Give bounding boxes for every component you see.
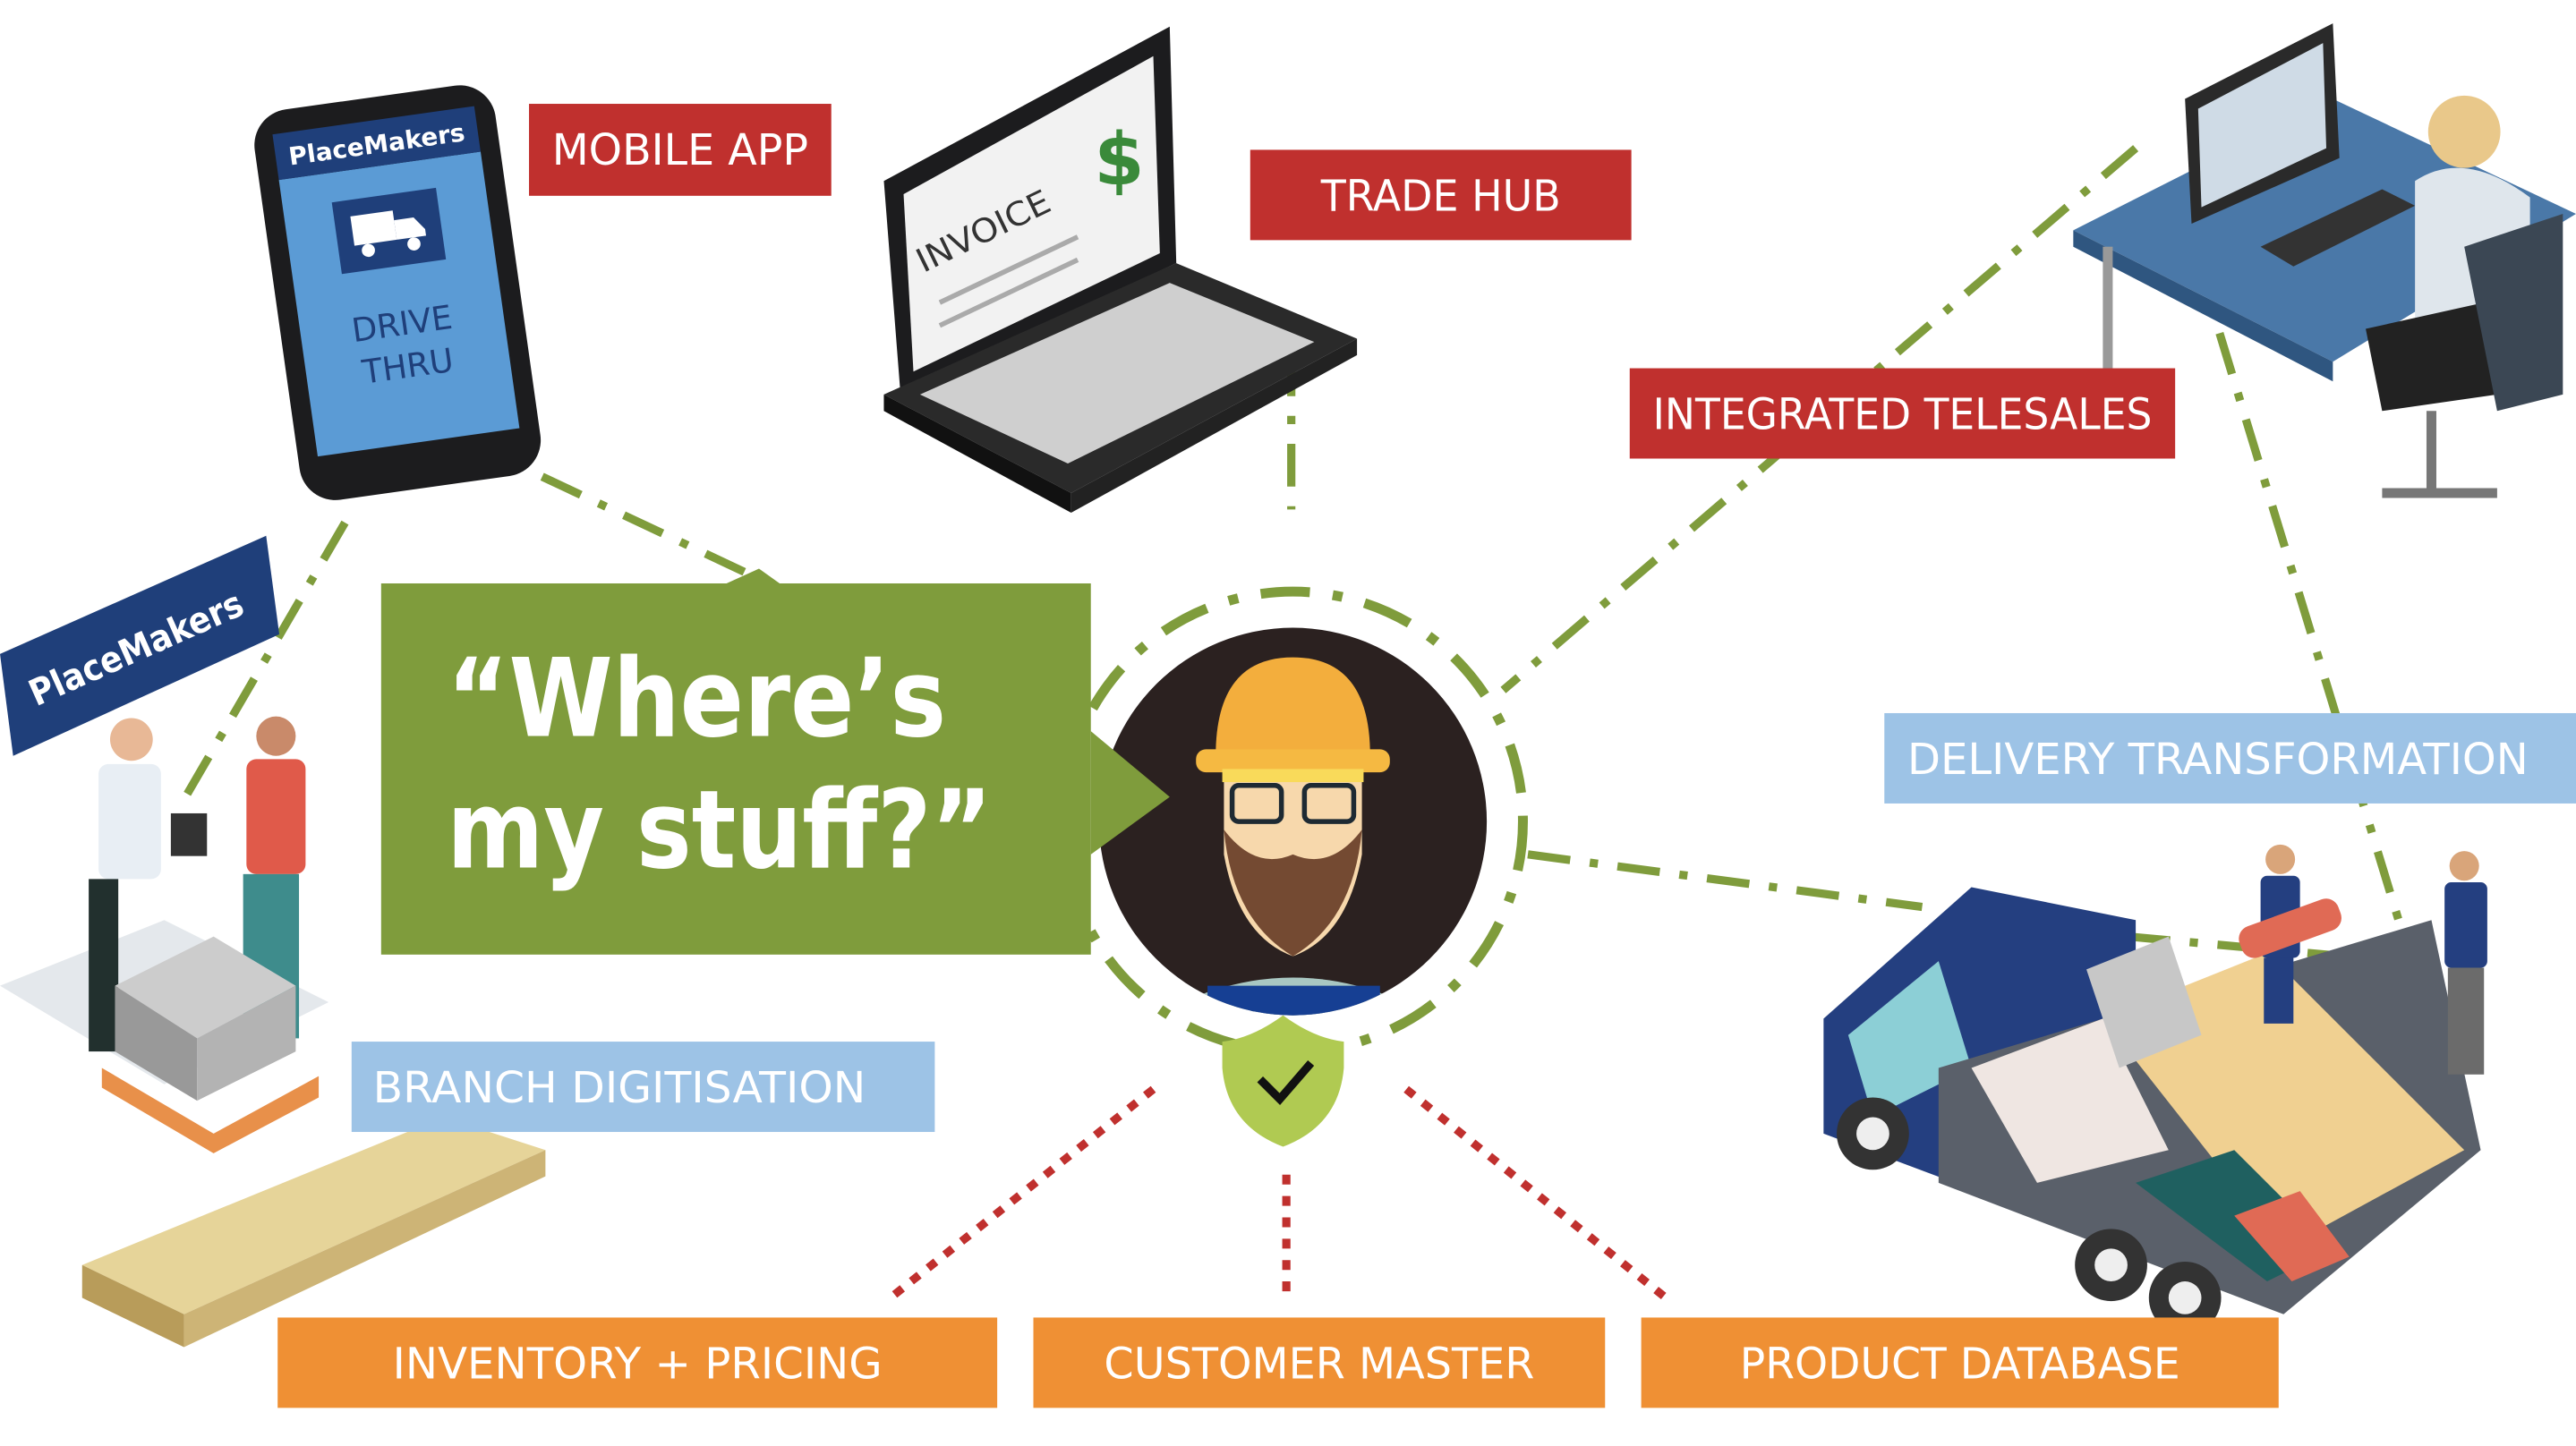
label-integrated-telesales: INTEGRATED TELESALES <box>1629 368 2176 459</box>
connector-desk-delivery <box>2188 245 2403 922</box>
customer-avatar <box>1098 627 1488 1016</box>
mobile-phone-illustration: PlaceMakers DRIVE THRU <box>254 85 542 500</box>
connector-product <box>1403 1085 1669 1301</box>
label-branch-digitisation: BRANCH DIGITISATION <box>351 1042 935 1133</box>
label-integrated-telesales-text: INTEGRATED TELESALES <box>1652 390 2152 439</box>
label-branch-digitisation-text: BRANCH DIGITISATION <box>373 1064 866 1113</box>
branch-illustration: PlaceMakers <box>0 535 546 1348</box>
truck-icon <box>350 210 426 258</box>
label-customer-master: CUSTOMER MASTER <box>1033 1317 1606 1408</box>
label-customer-master-text: CUSTOMER MASTER <box>1104 1340 1534 1389</box>
label-trade-hub: TRADE HUB <box>1250 149 1632 241</box>
quote-bubble: “Where’s my stuff?” <box>380 568 1170 955</box>
connector-delivery <box>1527 850 1923 912</box>
verified-shield-icon <box>1222 1015 1344 1147</box>
laptop-illustration: INVOICE $ <box>883 26 1358 514</box>
connector-mobile-app <box>540 472 774 589</box>
quote-line-2: my stuff?” <box>447 768 992 894</box>
label-inventory-pricing: INVENTORY + PRICING <box>277 1317 998 1408</box>
label-delivery-transformation-text: DELIVERY TRANSFORMATION <box>1907 736 2529 785</box>
label-product-database: PRODUCT DATABASE <box>1641 1317 2279 1408</box>
connector-inventory <box>887 1085 1156 1302</box>
label-mobile-app: MOBILE APP <box>529 104 832 196</box>
label-mobile-app-text: MOBILE APP <box>552 126 808 175</box>
label-trade-hub-text: TRADE HUB <box>1320 172 1561 221</box>
connector-branch <box>176 520 349 808</box>
label-inventory-pricing-text: INVENTORY + PRICING <box>393 1340 883 1389</box>
quote-line-1: “Where’s <box>447 636 946 762</box>
label-product-database-text: PRODUCT DATABASE <box>1740 1340 2180 1389</box>
delivery-truck-illustration <box>1823 844 2487 1334</box>
dollar-icon: $ <box>1094 118 1144 202</box>
red-connectors <box>887 1085 1669 1302</box>
label-delivery-transformation: DELIVERY TRANSFORMATION <box>1884 712 2576 804</box>
telesales-desk-illustration <box>2073 23 2576 498</box>
